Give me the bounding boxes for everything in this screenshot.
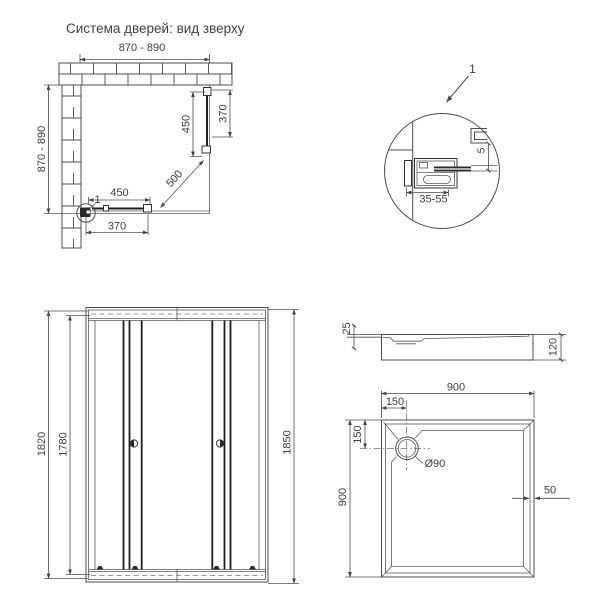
- plan-bottom-clip: [103, 205, 109, 212]
- tray-plan-rim: [385, 423, 531, 574]
- svg-text:5: 5: [476, 147, 488, 153]
- svg-text:900: 900: [447, 382, 465, 394]
- dim-tray-rim: 25: [341, 322, 382, 351]
- wall-left-hatch: [61, 84, 82, 249]
- dim-plan-right-wall: 370: [212, 89, 233, 138]
- wall-profile-section: [80, 207, 91, 217]
- dim-front-frame-height: 1820: [36, 310, 88, 579]
- tray-plan-view: Ø90 900 150 150 900 50: [337, 382, 570, 578]
- tray-plan-outer: [381, 419, 535, 578]
- svg-text:870 - 890: 870 - 890: [119, 42, 165, 54]
- front-left-handle: [129, 439, 139, 448]
- dim-plan-right-door: 450: [181, 91, 205, 157]
- svg-text:1780: 1780: [58, 432, 70, 456]
- svg-text:500: 500: [164, 168, 185, 190]
- drain-centerlines: [360, 400, 430, 470]
- dim-trayplan-edge: 50: [512, 485, 570, 501]
- drain-diameter-label: Ø90: [425, 458, 446, 470]
- detail-wall-lines: [388, 121, 414, 220]
- dim-plan-top: 870 - 890: [79, 42, 210, 63]
- svg-text:900: 900: [337, 488, 349, 506]
- tray-plan-corner-miters: [381, 419, 535, 578]
- svg-text:370: 370: [108, 221, 126, 233]
- detail-profile-body: [414, 158, 458, 189]
- svg-text:450: 450: [181, 115, 193, 133]
- detail-upper-bracket: [470, 128, 487, 144]
- front-rollers: [96, 566, 256, 570]
- plan-right-top-bracket: [203, 87, 212, 96]
- drawing-title: Система дверей: вид зверху: [66, 21, 245, 36]
- svg-text:120: 120: [548, 338, 560, 356]
- dim-tray-height: 120: [533, 332, 566, 363]
- detail-profile-channel: [423, 175, 451, 184]
- detail-profile-cap: [404, 160, 412, 187]
- svg-text:25: 25: [341, 322, 353, 334]
- detail-glass-panel: [471, 165, 498, 172]
- tray-section-body: [381, 334, 534, 361]
- dim-front-total-height: 1850: [268, 309, 299, 584]
- front-frame-outer: [85, 307, 269, 583]
- svg-text:370: 370: [218, 104, 230, 122]
- front-view: 1820 1780 1850: [36, 307, 299, 584]
- front-right-handle: [215, 439, 225, 448]
- detail-marker-leader: [89, 203, 96, 209]
- dim-plan-left: 870 - 890: [36, 84, 62, 214]
- svg-text:150: 150: [386, 396, 404, 408]
- wall-top-hatch: [58, 62, 233, 86]
- svg-text:450: 450: [110, 187, 128, 199]
- svg-text:1850: 1850: [282, 430, 294, 454]
- svg-text:150: 150: [352, 425, 364, 443]
- dim-trayplan-drain-y: 150: [352, 419, 367, 449]
- plan-right-holder: [201, 145, 211, 154]
- dim-trayplan-width: 900: [381, 382, 535, 418]
- wall-profile-slot: [86, 210, 90, 214]
- dim-plan-bottom-wall: 370: [85, 214, 149, 235]
- dim-detail-adjustment: 35-55: [406, 187, 449, 206]
- detail-view: 1 5 35-55: [384, 62, 500, 229]
- dim-plan-diagonal: 500: [160, 160, 204, 208]
- detail-pointer-arrow: [446, 75, 469, 103]
- tray-plan-drain-funnel: [383, 421, 423, 463]
- dim-trayplan-depth: 900: [337, 419, 382, 578]
- svg-text:35-55: 35-55: [419, 194, 447, 206]
- drain-leader: [415, 456, 424, 464]
- detail-profile-inner: [416, 160, 455, 186]
- svg-text:1820: 1820: [36, 432, 48, 456]
- detail-profile-screw-seat: [419, 162, 428, 169]
- front-frame-inner: [88, 309, 266, 580]
- tray-section-surface: [382, 334, 529, 342]
- detail-label: 1: [469, 62, 476, 76]
- plan-view: 1 870 - 890 870 - 890 450 370: [36, 42, 233, 249]
- svg-text:870 - 890: 870 - 890: [36, 126, 48, 172]
- dim-plan-bottom-door: 450: [88, 187, 151, 205]
- front-fixed-panel-edges: [94, 320, 260, 570]
- front-door-stiles: [122, 320, 232, 570]
- tray-plan-inner: [391, 430, 524, 567]
- dim-front-glass-height: 1780: [58, 315, 90, 575]
- detail-circle: [384, 113, 500, 229]
- dim-detail-gap: 5: [476, 141, 491, 173]
- plan-bottom-holder: [143, 204, 152, 213]
- tray-section-view: 25 120: [341, 322, 566, 363]
- dim-trayplan-drain-x: 150: [381, 396, 408, 410]
- svg-text:50: 50: [544, 485, 556, 497]
